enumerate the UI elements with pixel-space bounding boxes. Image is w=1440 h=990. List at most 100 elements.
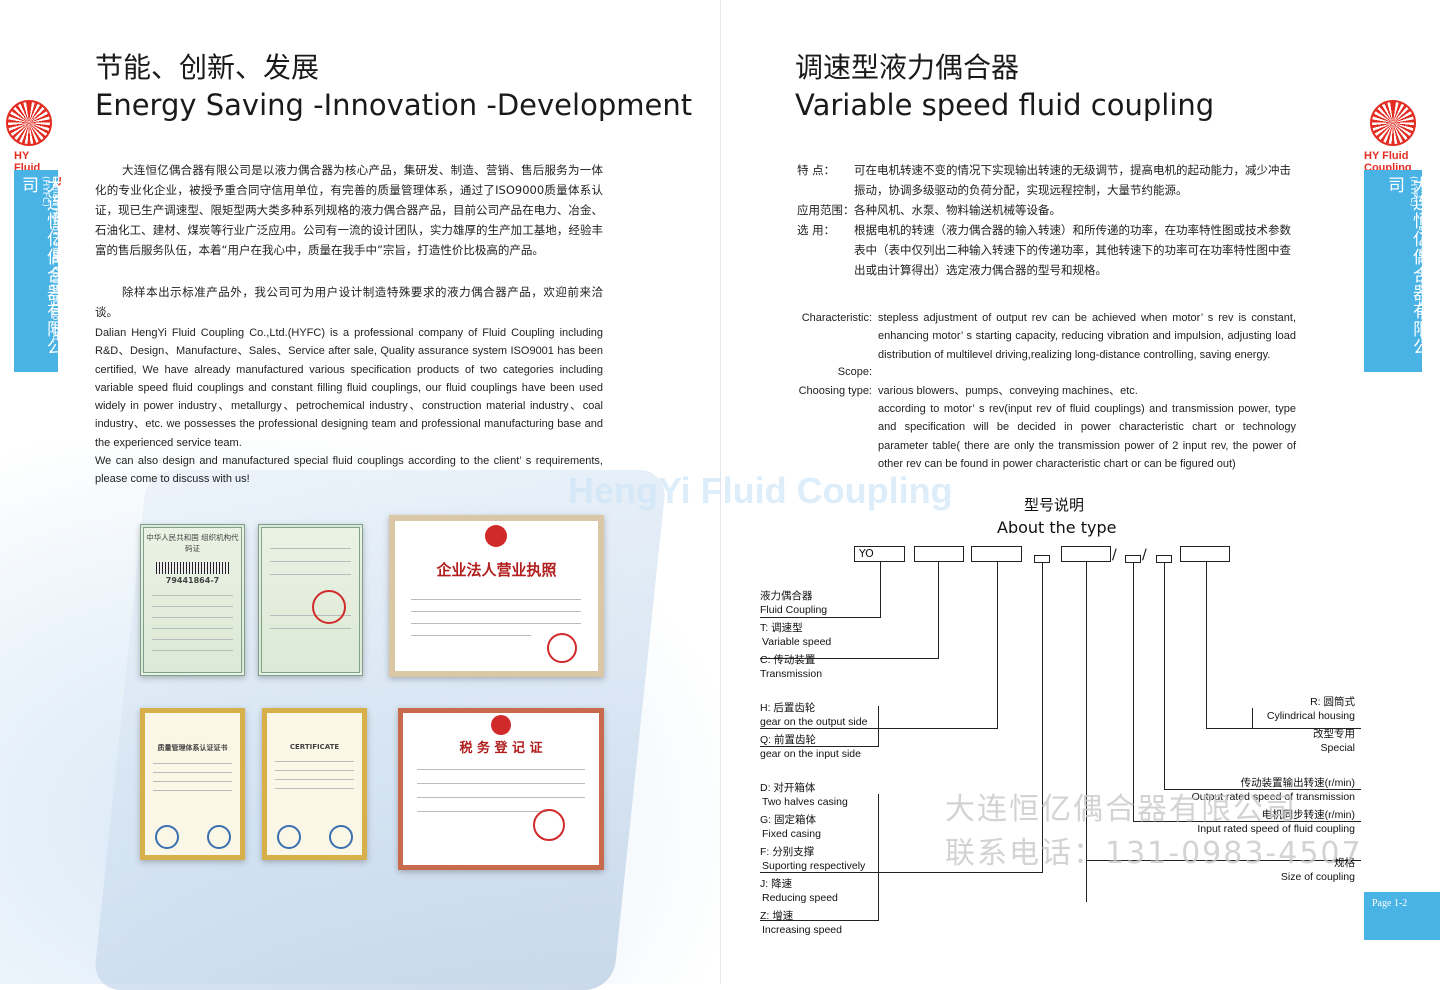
org-code-certificate: 中华人民共和国 组织机构代码证 79441864-7: [140, 524, 245, 676]
type-label-special-cn: 改型专用: [1313, 728, 1355, 740]
type-box-7: [1156, 555, 1172, 563]
spec-en-key-choosing: Choosing type:: [798, 385, 872, 397]
tax-registration-certificate: 税 务 登 记 证: [398, 708, 604, 870]
type-title-cn: 型号说明: [1024, 496, 1085, 514]
iso-cert-title-cn: 质量管理体系认证证书: [157, 744, 228, 752]
type-box-4: [1034, 555, 1050, 563]
type-label-support-en: Suporting respectively: [762, 860, 866, 872]
left-title-cn: 节能、创新、发展: [95, 51, 320, 84]
spec-text-feature: 可在电机转速不变的情况下实现输出转速的无级调节，提高电机的起动能力，减少冲击振动…: [854, 163, 1291, 197]
org-code-certificate-copy: [258, 524, 363, 676]
type-box-3: [971, 546, 1022, 562]
type-label-variable-cn: T: 调速型: [760, 622, 803, 634]
type-label-rear-gear-cn: H: 后置齿轮: [760, 702, 816, 714]
tax-cert-title: 税 务 登 记 证: [459, 741, 543, 756]
type-label-transmission-en: Transmission: [760, 668, 823, 680]
spec-key-feature: 特 点：: [797, 163, 836, 177]
type-label-rear-gear-en: gear on the output side: [760, 716, 868, 728]
watermark-phone: 联系电话：131-0983-4507: [945, 836, 1363, 871]
slash-separator: /: [1112, 547, 1117, 563]
page-number-strip: Page 1-2: [1364, 892, 1440, 940]
slash-separator: /: [1142, 547, 1147, 563]
type-label-fixed-casing-en: Fixed casing: [762, 828, 821, 840]
national-emblem-icon: [491, 715, 511, 735]
type-label-front-gear-cn: Q: 前置齿轮: [760, 734, 817, 746]
right-title-cn: 调速型液力偶合器: [795, 51, 1020, 84]
company-logo: HY Fluid Coupling: [1364, 98, 1422, 174]
type-label-special-en: Special: [1320, 742, 1355, 754]
spec-en-key-characteristic: Characteristic:: [801, 312, 872, 324]
type-label-cylindrical-en: Cylindrical housing: [1266, 710, 1355, 722]
type-label-variable-en: Variable speed: [762, 636, 832, 648]
tab-band: 大连恒亿偶合器有限公司 Dalian HengYi Fluid Coupling…: [1364, 170, 1429, 372]
tab-band: 大连恒亿偶合器有限公司 Dalian HengYi Fluid Coupling…: [14, 170, 63, 372]
iso-badge-icon: [155, 825, 179, 849]
watermark-company-cn: 大连恒亿偶合器有限公司: [945, 792, 1297, 827]
tab-company-en: Dalian HengYi Fluid Coupling Co.,Ltd. (H…: [1408, 176, 1428, 344]
type-label-output-speed-en: Output rated speed of transmission: [1191, 791, 1355, 803]
type-label-fluid-coupling-en: Fluid Coupling: [760, 604, 828, 616]
right-title-en: Variable speed fluid coupling: [795, 88, 1215, 122]
national-emblem-icon: [485, 525, 507, 547]
sun-logo-icon: [1370, 100, 1416, 146]
org-code-number: 79441864-7: [165, 576, 220, 585]
iso-certificate-en: CERTIFICATE: [262, 708, 367, 860]
business-license-certificate: 企业法人营业执照: [389, 515, 604, 677]
tab-company-cn: 大连恒亿偶合器有限公司: [18, 176, 63, 356]
spec-en-key-scope: Scope:: [837, 366, 872, 378]
red-seal-icon: [547, 633, 577, 663]
type-box-2: [914, 546, 964, 562]
spec-en-text-characteristic: stepless adjustment of output rev can be…: [878, 312, 1296, 361]
type-label-cylindrical-cn: R: 圆筒式: [1310, 696, 1355, 708]
company-logo: HY Fluid Coupling: [0, 98, 62, 186]
type-label-reduce-cn: J: 降速: [760, 878, 793, 890]
type-box-8: [1180, 546, 1230, 562]
left-title-en: Energy Saving -Innovation -Development: [95, 88, 693, 122]
type-box-5: [1061, 546, 1111, 562]
type-label-increase-cn: Z: 增速: [760, 910, 794, 922]
intro-paragraph-cn-1: 大连恒亿偶合器有限公司是以液力偶合器为核心产品，集研发、制造、营销、售后服务为一…: [95, 163, 603, 257]
iso-cert-title-en: CERTIFICATE: [289, 743, 340, 751]
intro-paragraph-cn-2: 除样本出示标准产品外，我公司可为用户设计制造特殊要求的液力偶合器产品，欢迎前来洽…: [95, 285, 603, 319]
type-label-size-en: Size of coupling: [1280, 871, 1355, 883]
right-side-tab: HY Fluid Coupling 大连恒亿偶合器有限公司 Dalian Hen…: [1364, 98, 1429, 372]
sun-logo-icon: [6, 100, 52, 146]
spread-divider: [720, 0, 721, 984]
iso-badge-icon: [277, 825, 301, 849]
spec-text-choose: 根据电机的转速（液力偶合器的输入转速）和所传递的功率，在功率特性图或技术参数表中…: [854, 223, 1291, 277]
intro-paragraph-en-2: We can also design and manufactured spec…: [95, 455, 603, 486]
type-label-input-speed-en: Input rated speed of fluid coupling: [1197, 823, 1355, 835]
type-box-yo: YO: [854, 546, 905, 562]
intro-paragraph-en-1: Dalian HengYi Fluid Coupling Co.,Ltd.(HY…: [95, 327, 603, 449]
spec-text-scope: 各种风机、水泵、物料输送机械等设备。: [854, 203, 1061, 217]
type-label-size-cn: 规格: [1334, 857, 1355, 869]
type-label-front-gear-en: gear on the input side: [760, 748, 861, 760]
spec-key-scope: 应用范围：: [797, 203, 855, 217]
watermark-company-en: HengYi Fluid Coupling: [568, 470, 953, 511]
iaf-badge-icon: [329, 825, 353, 849]
business-license-title: 企业法人营业执照: [436, 561, 557, 579]
spec-key-choose: 选 用：: [797, 223, 836, 237]
tab-company-en: Dalian HengYi Fluid Coupling Co.,Ltd. (H…: [40, 176, 60, 344]
type-label-split-casing-en: Two halves casing: [762, 796, 848, 808]
spec-en-text-scope: various blowers、pumps、conveying machines…: [878, 385, 1138, 397]
type-label-support-cn: F: 分别支撑: [760, 846, 815, 858]
type-label-increase-en: Increasing speed: [762, 924, 842, 936]
type-label-split-casing-cn: D: 对开箱体: [760, 782, 816, 794]
type-label-output-speed-cn: 传动装置输出转速(r/min): [1240, 777, 1355, 789]
barcode: [156, 562, 229, 574]
left-side-tab: HY Fluid Coupling 大连恒亿偶合器有限公司 Dalian Hen…: [0, 98, 63, 372]
org-code-title: 中华人民共和国 组织机构代码证: [146, 533, 239, 553]
type-label-transmission-cn: C: 传动装置: [760, 654, 816, 666]
iso-certificate-cn: 质量管理体系认证证书: [140, 708, 245, 860]
type-label-reduce-en: Reducing speed: [762, 892, 838, 904]
type-label-fixed-casing-cn: G: 固定箱体: [760, 814, 817, 826]
spec-en-text-choosing: according to motor’ s rev(input rev of f…: [878, 403, 1296, 470]
red-seal-icon: [533, 809, 565, 841]
type-box-6: [1125, 555, 1141, 563]
tab-company-cn: 大连恒亿偶合器有限公司: [1384, 176, 1429, 356]
iaf-badge-icon: [207, 825, 231, 849]
page-number: Page 1-2: [1372, 898, 1408, 909]
type-label-input-speed-cn: 电机同步转速(r/min): [1261, 809, 1355, 821]
type-label-fluid-coupling-cn: 液力偶合器: [760, 590, 813, 602]
